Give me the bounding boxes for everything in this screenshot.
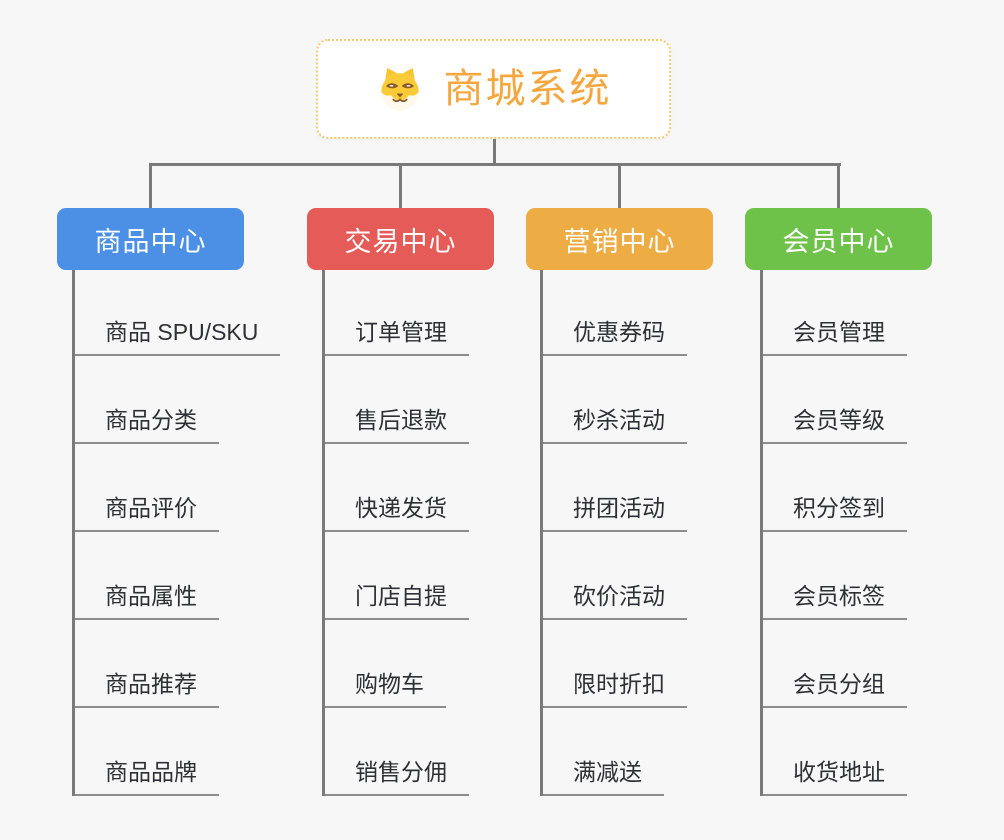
branch-node-trade-center[interactable]: 交易中心	[307, 208, 494, 270]
branch-label: 交易中心	[344, 226, 457, 257]
connector-drop-trade-center	[399, 165, 402, 208]
leaf-node[interactable]: 会员等级	[763, 406, 907, 444]
leaf-node[interactable]: 购物车	[325, 670, 446, 708]
leaf-node[interactable]: 会员分组	[763, 670, 907, 708]
children-column-member-center: 会员管理 会员等级 积分签到 会员标签 会员分组 收货地址	[760, 270, 907, 796]
leaf-node[interactable]: 销售分佣	[325, 758, 469, 796]
branch-label: 会员中心	[782, 226, 895, 257]
leaf-node[interactable]: 商品推荐	[75, 670, 219, 708]
leaf-node[interactable]: 快递发货	[325, 494, 469, 532]
branch-label: 商品中心	[94, 226, 207, 257]
root-title: 商城系统	[443, 67, 612, 111]
branch-node-marketing-center[interactable]: 营销中心	[526, 208, 713, 270]
leaf-node[interactable]: 会员管理	[763, 318, 907, 356]
leaf-node[interactable]: 商品分类	[75, 406, 219, 444]
leaf-node[interactable]: 商品评价	[75, 494, 219, 532]
leaf-node[interactable]: 门店自提	[325, 582, 469, 620]
connector-drop-marketing-center	[618, 165, 621, 208]
leaf-node[interactable]: 限时折扣	[543, 670, 687, 708]
leaf-node[interactable]: 商品属性	[75, 582, 219, 620]
connector-rail	[149, 163, 841, 166]
leaf-node[interactable]: 秒杀活动	[543, 406, 687, 444]
leaf-node[interactable]: 满减送	[543, 758, 664, 796]
leaf-node[interactable]: 商品品牌	[75, 758, 219, 796]
leaf-node[interactable]: 收货地址	[763, 758, 907, 796]
leaf-node[interactable]: 拼团活动	[543, 494, 687, 532]
children-column-product-center: 商品 SPU/SKU 商品分类 商品评价 商品属性 商品推荐 商品品牌	[72, 270, 281, 796]
leaf-node[interactable]: 商品 SPU/SKU	[75, 318, 281, 356]
children-column-marketing-center: 优惠券码 秒杀活动 拼团活动 砍价活动 限时折扣 满减送	[540, 270, 687, 796]
leaf-node[interactable]: 售后退款	[325, 406, 469, 444]
leaf-node[interactable]: 会员标签	[763, 582, 907, 620]
leaf-node[interactable]: 积分签到	[763, 494, 907, 532]
branch-node-member-center[interactable]: 会员中心	[745, 208, 932, 270]
leaf-node[interactable]: 订单管理	[325, 318, 469, 356]
dog-face-icon	[376, 65, 424, 113]
leaf-node[interactable]: 优惠券码	[543, 318, 687, 356]
root-node[interactable]: 商城系统	[316, 39, 671, 139]
connector-drop-product-center	[149, 165, 152, 208]
leaf-node[interactable]: 砍价活动	[543, 582, 687, 620]
connector-root-drop	[493, 139, 496, 165]
branch-label: 营销中心	[563, 226, 676, 257]
branch-node-product-center[interactable]: 商品中心	[57, 208, 244, 270]
connector-drop-member-center	[837, 165, 840, 208]
children-column-trade-center: 订单管理 售后退款 快递发货 门店自提 购物车 销售分佣	[322, 270, 469, 796]
